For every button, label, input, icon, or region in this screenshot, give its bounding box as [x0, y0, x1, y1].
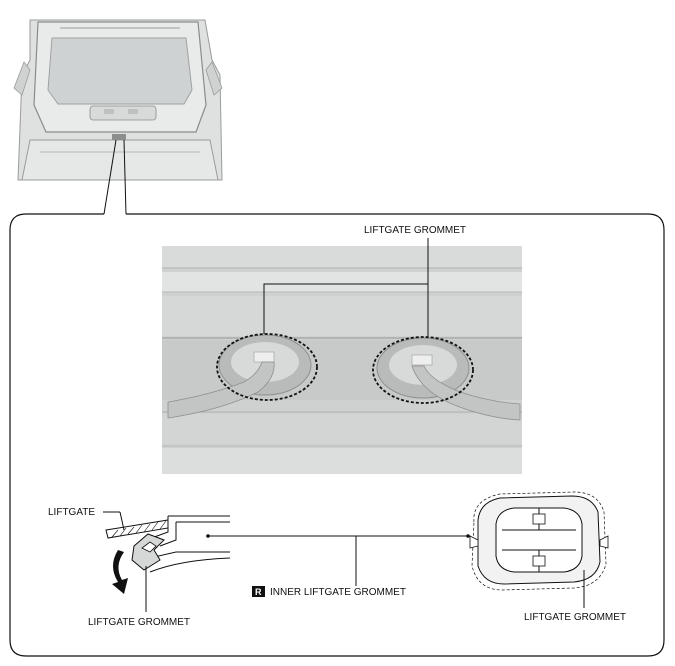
callout-leader	[103, 139, 127, 215]
top-grommet-leaders	[263, 238, 429, 338]
left-grommet-highlight	[216, 333, 318, 401]
top-grommet-label: LIFTGATE GROMMET	[364, 225, 466, 236]
right-grommet-highlight	[372, 336, 474, 404]
cross-section-illustration	[105, 515, 231, 594]
grommet-detail-illustration	[469, 491, 609, 591]
grommet-photo	[162, 246, 522, 474]
liftgate-leader-tick	[119, 511, 125, 531]
replace-badge-letter: R	[255, 587, 262, 597]
detail-grommet-label: LIFTGATE GROMMET	[524, 612, 626, 623]
connection-dot-right	[466, 534, 470, 538]
section-grommet-label: LIFTGATE GROMMET	[88, 617, 190, 628]
inner-grommet-label: INNER LIFTGATE GROMMET	[270, 587, 406, 598]
replace-badge	[252, 586, 265, 597]
vehicle-rear-illustration	[13, 19, 223, 181]
liftgate-label: LIFTGATE	[48, 507, 95, 518]
callout-frame	[9, 213, 665, 657]
